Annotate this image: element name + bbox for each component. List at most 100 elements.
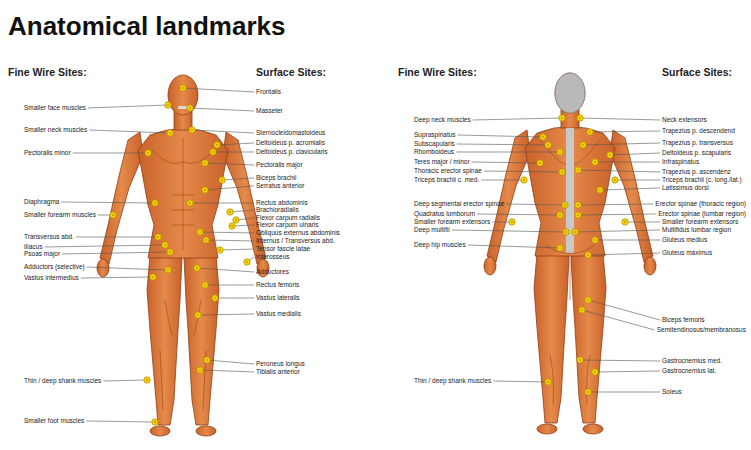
muscle-label: Triceps brachii c. med. — [414, 176, 479, 183]
section-heading: Fine Wire Sites: — [398, 67, 477, 79]
electrode-dot-center — [599, 189, 601, 191]
electrode-dot — [187, 105, 193, 111]
leader-line — [481, 179, 524, 180]
electrode-dot — [587, 129, 593, 135]
muscle-label: Infraspinatus — [662, 158, 699, 165]
muscle-label: Neck extensors — [662, 116, 707, 123]
electrode-dot-center — [147, 152, 149, 154]
electrode-dot-center — [167, 269, 169, 271]
leader-line — [472, 162, 540, 163]
electrode-dot — [203, 237, 209, 243]
electrode-dot-center — [587, 299, 589, 301]
anatomy-shape — [172, 195, 194, 225]
electrode-dot — [204, 357, 210, 363]
muscle-label: Gastrocnemius lat. — [662, 367, 716, 374]
electrode-dot — [597, 187, 603, 193]
electrode-dot — [575, 202, 581, 208]
electrode-dot-center — [146, 379, 148, 381]
electrode-dot — [197, 367, 203, 373]
electrode-dot — [214, 142, 220, 148]
leader-line — [484, 171, 562, 172]
electrode-dot-center — [164, 244, 166, 246]
electrode-dot — [165, 267, 171, 273]
leader-line — [578, 204, 653, 205]
leader-line — [582, 310, 655, 330]
leader-line — [600, 188, 660, 190]
electrode-dot-center — [157, 236, 159, 238]
leader-line — [583, 143, 660, 145]
leader-line — [578, 170, 660, 172]
muscle-label: Triceps brachii (c. long./lat.) — [662, 176, 742, 183]
muscle-label: Sternocleidomastoideus — [256, 129, 325, 136]
electrode-dot-center — [559, 214, 561, 216]
muscle-label: Gluteus medius — [662, 236, 707, 243]
anatomy-shape — [555, 73, 585, 113]
leader-line — [457, 144, 548, 145]
leader-line — [217, 143, 254, 145]
electrode-dot — [152, 200, 158, 206]
electrode-dot-center — [609, 154, 611, 156]
electrode-dot-center — [582, 144, 584, 146]
leader-line — [595, 239, 660, 240]
electrode-dot-center — [579, 117, 581, 119]
anatomy-shape — [160, 350, 206, 410]
electrode-dot — [167, 130, 173, 136]
electrode-dot — [202, 160, 208, 166]
electrode-dot — [197, 229, 203, 235]
leader-line — [215, 297, 254, 298]
electrode-dot — [244, 259, 250, 265]
electrode-dot — [509, 219, 515, 225]
electrode-dot — [559, 115, 565, 121]
muscle-label: Thin / deep shank muscles — [414, 377, 491, 384]
electrode-dot — [540, 134, 546, 140]
electrode-dot-center — [511, 221, 513, 223]
anatomy-shape — [540, 140, 600, 165]
muscle-label: Smaller neck muscles — [24, 126, 87, 133]
electrode-dot — [202, 282, 208, 288]
leader-line — [615, 179, 660, 180]
leader-line — [230, 210, 254, 212]
electrode-dot-center — [235, 219, 237, 221]
electrode-dot-center — [547, 381, 549, 383]
electrode-dot — [612, 177, 618, 183]
electrode-dot-center — [577, 214, 579, 216]
leader-line — [44, 245, 165, 247]
muscle-label: Supraspinatus — [414, 131, 456, 138]
electrode-dot — [537, 160, 543, 166]
electrode-dot-center — [214, 297, 216, 299]
electrode-dot — [580, 142, 586, 148]
leader-line — [452, 230, 566, 232]
electrode-dot — [189, 127, 195, 133]
anatomy-shape — [97, 75, 269, 436]
muscle-label: Latissimus dorsi — [662, 184, 709, 191]
electrode-dot-center — [614, 179, 616, 181]
electrode-dot-center — [577, 204, 579, 206]
muscle-label: Subscapularis — [414, 140, 455, 147]
leader-line — [200, 232, 254, 234]
electrode-dot-center — [559, 247, 561, 249]
electrode-dot-center — [167, 104, 169, 106]
leader-line — [207, 360, 254, 364]
muscle-label: Rectus femoris — [256, 281, 299, 288]
electrode-dot — [165, 102, 171, 108]
electrode-dot-center — [542, 136, 544, 138]
muscle-label: Interosseus — [256, 253, 290, 260]
muscle-label: Deep hip muscles — [414, 241, 466, 248]
muscle-label: Multifidus lumbar region — [662, 226, 731, 233]
electrode-dot-center — [112, 214, 114, 216]
electrode-dot-center — [231, 225, 233, 227]
muscle-label: Erector spinae (lumbar region) — [658, 210, 746, 217]
muscle-label: Gluteus maximus — [662, 249, 712, 256]
electrode-dot — [575, 212, 581, 218]
muscle-label: Biceps femoris — [662, 316, 705, 323]
leader-line — [580, 360, 660, 362]
electrode-dot-center — [199, 369, 201, 371]
muscle-label: Vastus lateralis — [256, 294, 300, 301]
electrode-dot — [585, 252, 591, 258]
muscle-label: Flexor carpum ulnaris — [256, 221, 319, 228]
electrode-dot — [585, 297, 591, 303]
back-figure — [484, 73, 656, 434]
anatomy-shape — [570, 258, 571, 300]
electrode-dot — [572, 229, 578, 235]
electrode-dot-center — [589, 131, 591, 133]
